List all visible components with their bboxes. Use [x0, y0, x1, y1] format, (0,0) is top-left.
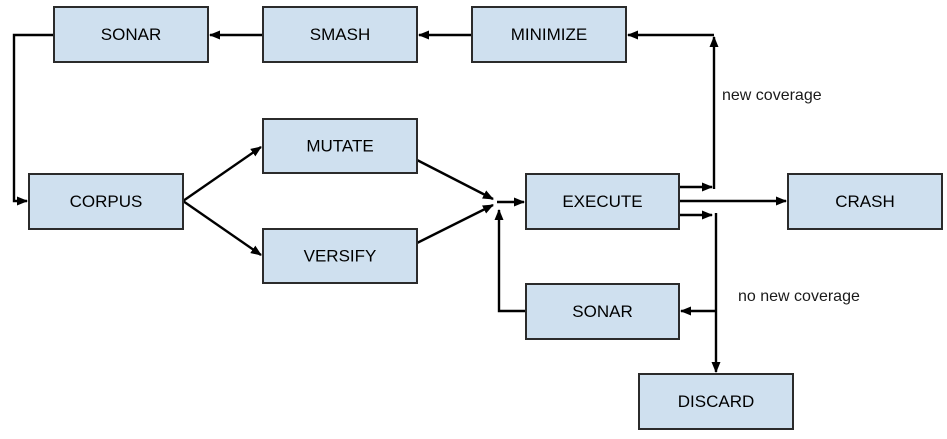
node-box-smash[interactable]: [262, 6, 418, 63]
edge-label-new_coverage: new coverage: [722, 87, 822, 104]
node-label-smash: SMASH: [310, 25, 370, 44]
node-box-mutate[interactable]: [262, 118, 418, 174]
node-label-minimize: MINIMIZE: [511, 25, 588, 44]
node-mutate[interactable]: MUTATE: [262, 118, 418, 174]
node-discard[interactable]: DISCARD: [638, 373, 794, 430]
edge-corpus-to-versify: [182, 200, 262, 256]
edge-label-no_new_coverage: no new coverage: [738, 288, 860, 305]
edge-versify-to-execute: [416, 203, 494, 245]
node-crash[interactable]: CRASH: [787, 173, 943, 230]
node-label-crash: CRASH: [835, 192, 895, 211]
edge-corpus-to-mutate: [182, 146, 262, 202]
node-box-minimize[interactable]: [471, 6, 627, 63]
node-label-sonar_bottom: SONAR: [572, 302, 632, 321]
node-box-versify[interactable]: [262, 228, 418, 284]
node-sonar_top[interactable]: SONAR: [53, 6, 209, 63]
node-box-sonar_bottom[interactable]: [525, 283, 680, 340]
node-box-execute[interactable]: [525, 173, 680, 230]
node-label-execute: EXECUTE: [562, 192, 642, 211]
node-sonar_bottom[interactable]: SONAR: [525, 283, 680, 340]
node-corpus[interactable]: CORPUS: [28, 173, 184, 230]
node-execute[interactable]: EXECUTE: [525, 173, 680, 230]
edge-labels-layer: new coverage no new coverage: [722, 87, 860, 305]
node-label-corpus: CORPUS: [70, 192, 143, 211]
node-label-versify: VERSIFY: [304, 246, 377, 265]
node-versify[interactable]: VERSIFY: [262, 228, 418, 284]
node-box-sonar_top[interactable]: [53, 6, 209, 63]
node-box-discard[interactable]: [638, 373, 794, 430]
nodes-layer: SONAR SMASH MINIMIZE MUTATE CORPUS EXECUTE CRA…: [28, 6, 943, 430]
edge-mutate-to-execute: [416, 158, 494, 201]
node-smash[interactable]: SMASH: [262, 6, 418, 63]
node-box-crash[interactable]: [787, 173, 943, 230]
node-label-sonar_top: SONAR: [101, 25, 161, 44]
node-label-discard: DISCARD: [678, 392, 755, 411]
edges-layer: [12, 30, 787, 373]
node-minimize[interactable]: MINIMIZE: [471, 6, 627, 63]
node-label-mutate: MUTATE: [306, 136, 373, 155]
node-box-corpus[interactable]: [28, 173, 184, 230]
edge-sonar-top-to-corpus: [12, 33, 54, 206]
edge-sonar-bottom-to-execute: [494, 209, 526, 313]
